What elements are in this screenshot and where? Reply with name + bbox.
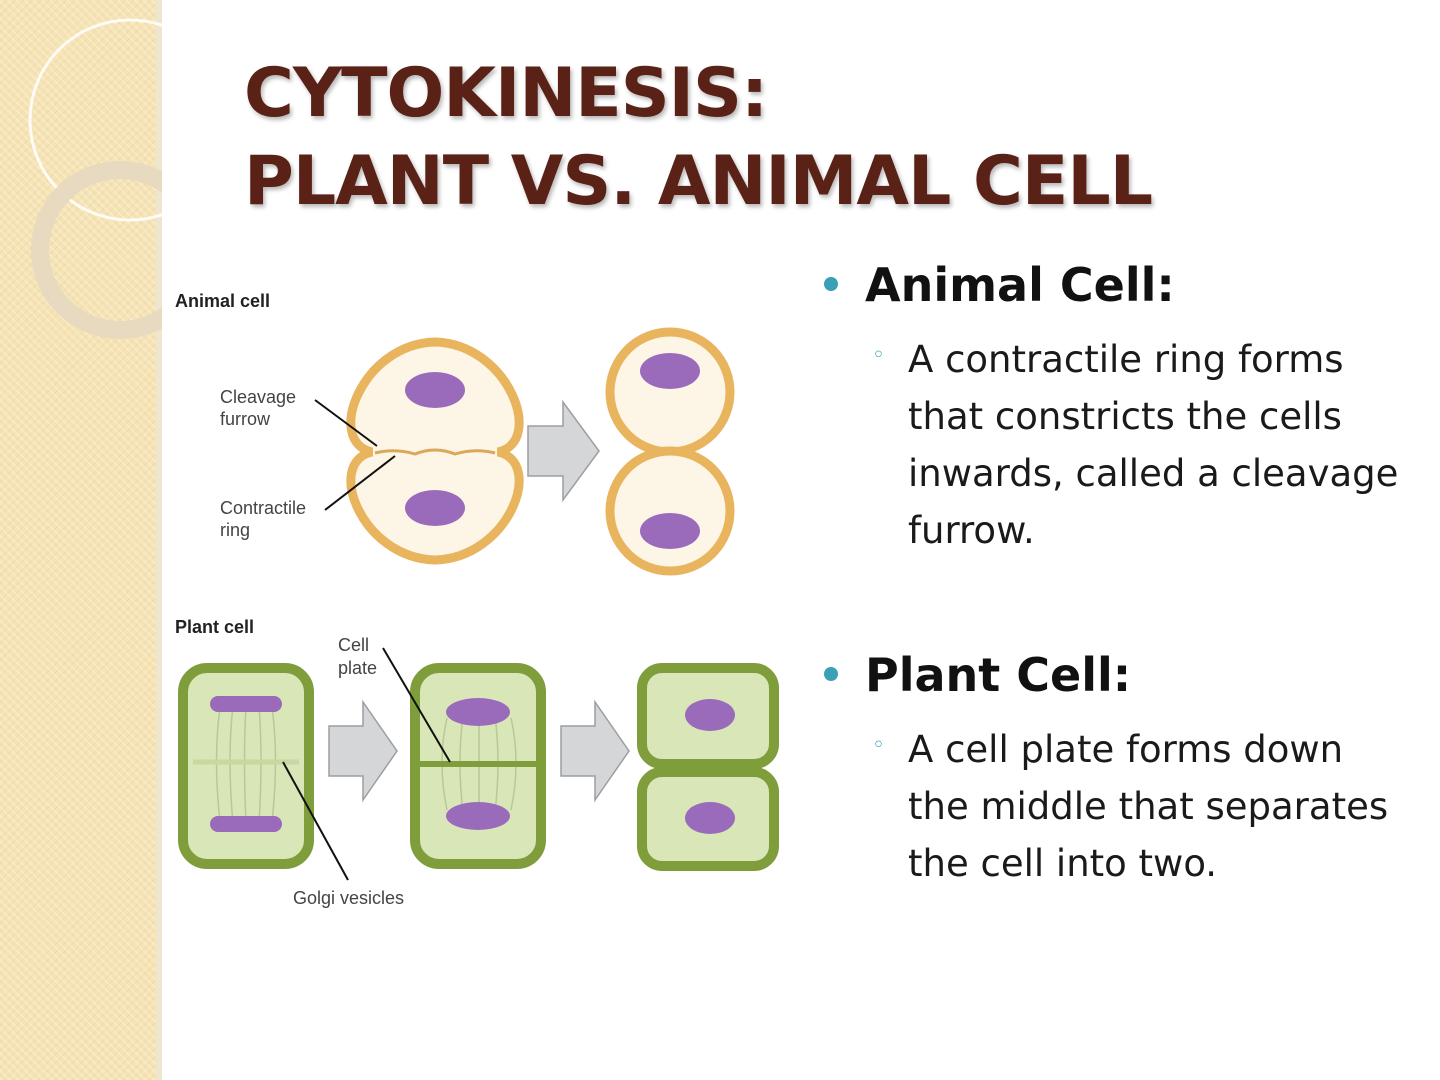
contractile-ring-label: Contractile ring bbox=[220, 498, 311, 540]
golgi-vesicles-pointer bbox=[282, 761, 349, 881]
animal-arrow bbox=[527, 399, 600, 503]
sub-bullet-circle-icon: ◦ bbox=[872, 343, 885, 368]
title-line-1: CYTOKINESIS: bbox=[244, 54, 768, 133]
plant-arrow-1 bbox=[328, 699, 398, 803]
plant-daughter-nucleus-top bbox=[685, 699, 735, 731]
plant-cell-telophase bbox=[178, 663, 314, 869]
animal-cell-heading-text: Animal Cell: bbox=[865, 258, 1175, 312]
bullet-dot-icon bbox=[824, 667, 838, 681]
contractile-ring-pointer bbox=[324, 455, 396, 511]
golgi-vesicles-label: Golgi vesicles bbox=[293, 888, 404, 908]
cytokinesis-diagram: Animal cell Cleavage furrow Contractile … bbox=[175, 291, 779, 908]
bullet-animal-cell: Animal Cell: ◦ A contractile ring forms … bbox=[820, 255, 1420, 559]
cell-plate-label: Cell plate bbox=[338, 635, 377, 678]
plant-nucleus-forming-bottom bbox=[446, 802, 510, 830]
cell-plate-pointer bbox=[382, 647, 451, 763]
chromosomes-top bbox=[210, 696, 282, 712]
plant-cell-heading-text: Plant Cell: bbox=[865, 648, 1132, 702]
side-panel-edge bbox=[156, 0, 162, 1080]
animal-nucleus-top bbox=[405, 372, 465, 408]
plant-cell-description: A cell plate forms down the middle that … bbox=[908, 728, 1389, 885]
cleavage-furrow-label: Cleavage furrow bbox=[220, 387, 301, 429]
animal-nucleus-bottom bbox=[405, 490, 465, 526]
cleavage-furrow-pointer bbox=[314, 399, 378, 447]
plant-arrow-2 bbox=[560, 699, 630, 803]
decorative-circles bbox=[28, 18, 162, 339]
plant-cell-with-cell-plate bbox=[410, 663, 546, 869]
plant-cell-heading: Plant cell bbox=[175, 617, 254, 637]
animal-cell-heading: Animal cell bbox=[175, 291, 270, 311]
daughter-nucleus-top bbox=[640, 353, 700, 389]
plant-nucleus-forming-top bbox=[446, 698, 510, 726]
plant-daughter-nucleus-bottom bbox=[685, 802, 735, 834]
animal-cell-description: A contractile ring forms that constricts… bbox=[908, 338, 1399, 552]
daughter-nucleus-bottom bbox=[640, 513, 700, 549]
bullet-dot-icon bbox=[824, 277, 838, 291]
bullet-plant-cell: Plant Cell: ◦ A cell plate forms down th… bbox=[820, 645, 1420, 892]
slide-title: CYTOKINESIS: PLANT VS. ANIMAL CELL bbox=[244, 50, 1394, 226]
plant-daughter-cells bbox=[637, 663, 779, 871]
chromosomes-bottom bbox=[210, 816, 282, 832]
sub-bullet-circle-icon: ◦ bbox=[872, 733, 885, 758]
title-line-2: PLANT VS. ANIMAL CELL bbox=[244, 142, 1153, 221]
animal-daughter-cells bbox=[605, 327, 735, 576]
dividing-animal-cell bbox=[346, 337, 524, 565]
